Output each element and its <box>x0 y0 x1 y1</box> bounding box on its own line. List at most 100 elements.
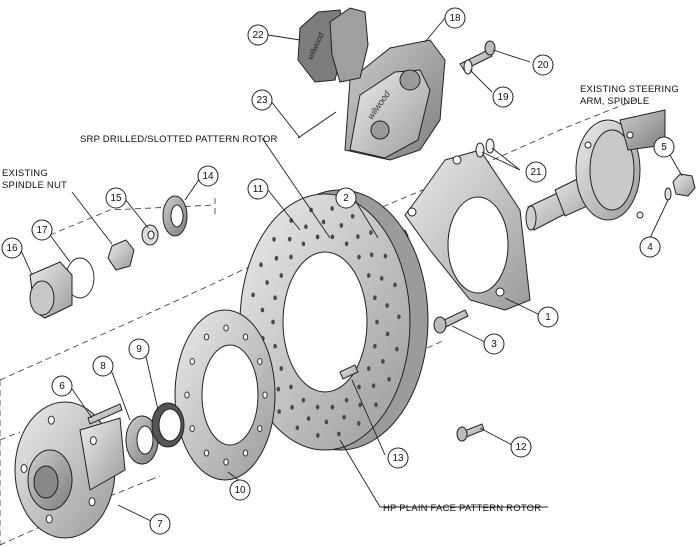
svg-text:20: 20 <box>537 60 549 71</box>
hub-stud-hole <box>89 436 97 446</box>
callout-14: 14 <box>197 165 219 187</box>
drill-hole <box>324 419 329 425</box>
hat-hole <box>203 449 210 457</box>
drill-hole <box>251 292 255 298</box>
hat-hole <box>203 333 210 341</box>
svg-text:1: 1 <box>545 312 551 323</box>
callout-13: 13 <box>387 447 409 469</box>
svg-text:16: 16 <box>6 243 18 254</box>
hat-hole <box>262 391 268 399</box>
hub-stud-holes <box>20 415 97 524</box>
bolt-12 <box>456 423 485 442</box>
drill-hole <box>287 236 292 242</box>
callout-9: 9 <box>128 338 150 360</box>
drill-hole <box>273 343 277 349</box>
drill-hole <box>356 421 361 426</box>
drill-hole <box>337 431 341 437</box>
hat-hole <box>223 324 229 332</box>
callout-22: 22 <box>247 24 269 46</box>
drill-hole <box>316 433 320 438</box>
drill-hole <box>373 295 377 301</box>
callout-10: 10 <box>229 479 251 501</box>
hub-stud-hole <box>45 514 53 524</box>
spindle <box>525 109 666 231</box>
caliper: wilwood <box>344 39 446 161</box>
drill-hole <box>306 416 311 421</box>
drill-hole <box>385 331 390 337</box>
drill-hole <box>304 224 308 230</box>
drill-hole <box>301 397 306 403</box>
drill-hole <box>395 346 399 352</box>
callout-15: 15 <box>105 187 127 209</box>
label-srp-rotor: SRP DRILLED/SLOTTED PATTERN ROTOR <box>80 134 278 145</box>
svg-text:17: 17 <box>36 225 48 236</box>
drill-hole <box>289 218 294 223</box>
drill-hole <box>279 273 284 278</box>
drill-hole <box>276 386 281 392</box>
brake-pads: wilwood <box>297 7 369 83</box>
drill-hole <box>342 414 346 420</box>
hub <box>14 401 126 539</box>
pad-pin-23 <box>297 111 337 139</box>
washer-15 <box>141 224 159 246</box>
drill-hole <box>330 404 335 410</box>
svg-text:4: 4 <box>647 242 653 253</box>
hat-hole <box>189 358 195 365</box>
shims-21 <box>475 138 495 158</box>
drill-hole <box>385 303 389 308</box>
drill-hole <box>371 383 376 389</box>
hat-hole <box>242 449 249 457</box>
drill-hole <box>344 397 349 403</box>
drill-hole <box>330 206 334 211</box>
wheel-stud-6 <box>87 403 123 425</box>
drill-hole <box>356 234 360 240</box>
drill-hole <box>373 343 377 349</box>
drill-hole <box>357 254 361 260</box>
hat-hole <box>223 458 229 466</box>
svg-text:6: 6 <box>59 381 65 392</box>
callout-12: 12 <box>510 436 532 458</box>
callout-8: 8 <box>92 355 114 377</box>
drill-hole <box>369 230 373 235</box>
callout-6: 6 <box>51 375 73 397</box>
callout-7: 7 <box>149 513 171 535</box>
label-existing-steering-line2: ARM, SPINDLE <box>580 96 649 107</box>
svg-text:19: 19 <box>497 92 509 103</box>
svg-text:22: 22 <box>252 30 264 41</box>
callout-23: 23 <box>251 89 273 111</box>
svg-text:11: 11 <box>253 184 264 195</box>
drill-hole <box>393 282 397 288</box>
svg-text:7: 7 <box>157 519 163 530</box>
callout-20: 20 <box>532 54 554 76</box>
svg-text:5: 5 <box>661 142 667 153</box>
drill-hole <box>369 252 374 258</box>
drill-hole <box>358 402 363 408</box>
label-existing-steering-line1: EXISTING STEERING <box>580 84 679 95</box>
hub-stud-hole <box>20 464 28 474</box>
callout-5: 5 <box>653 136 675 158</box>
drill-hole <box>357 384 361 390</box>
drill-hole <box>290 404 294 410</box>
text-labels: EXISTING STEERING ARM, SPINDLE SRP DRILL… <box>2 84 679 514</box>
drill-hole <box>339 223 344 228</box>
drill-hole <box>274 255 279 261</box>
drill-hole <box>259 262 263 268</box>
callout-4: 4 <box>639 236 661 258</box>
nut-5 <box>672 173 696 197</box>
callout-21: 21 <box>525 161 547 183</box>
label-existing-nut-line1: EXISTING <box>2 168 48 179</box>
drill-hole <box>397 314 401 320</box>
svg-text:21: 21 <box>530 167 542 178</box>
drill-hole <box>350 213 355 219</box>
drill-hole <box>301 241 306 247</box>
drill-hole <box>330 234 335 240</box>
svg-text:15: 15 <box>110 193 122 204</box>
drill-hole <box>344 241 349 247</box>
caliper-bracket <box>404 149 531 311</box>
drill-hole <box>315 404 320 410</box>
hat-hole <box>257 425 263 432</box>
svg-text:3: 3 <box>491 339 497 350</box>
outer-bearing-14 <box>162 195 188 237</box>
